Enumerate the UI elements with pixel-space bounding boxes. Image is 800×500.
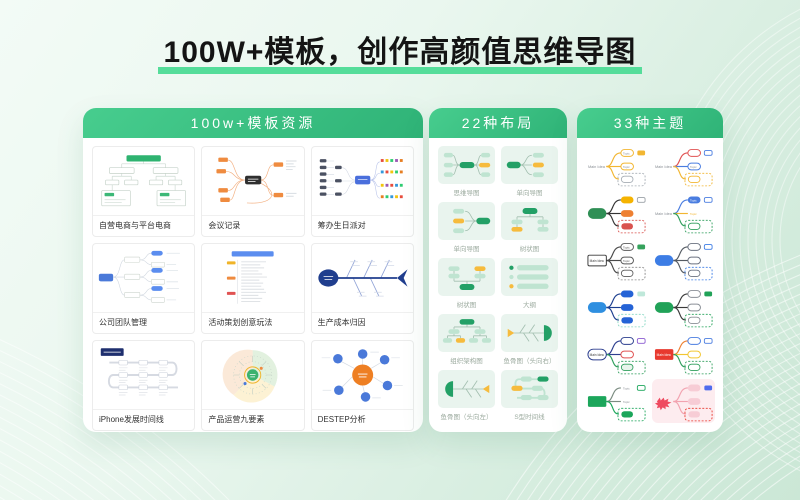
theme-thumbnail[interactable] xyxy=(585,191,648,235)
timeline-s-thumbnail xyxy=(93,341,194,409)
template-card[interactable]: iPhone发展时间线 xyxy=(92,340,196,431)
layout-item[interactable]: 鱼骨图（头向右） xyxy=(501,314,558,365)
template-label: iPhone发展时间线 xyxy=(93,409,195,430)
svg-text:Topic: Topic xyxy=(623,164,630,168)
template-card[interactable]: 会议记录 xyxy=(201,146,305,237)
layout-item[interactable]: 思维导图 xyxy=(438,146,495,197)
layout-label: 单向导图 xyxy=(516,190,543,197)
svg-text:Topic: Topic xyxy=(690,198,697,202)
svg-text:Topic: Topic xyxy=(623,151,630,155)
theme-thumbnail[interactable] xyxy=(652,285,715,329)
destep-analysis-thumbnail xyxy=(312,341,413,409)
template-card[interactable]: 生产成本归因 xyxy=(310,243,414,334)
layout-label: 鱼骨图（头向右） xyxy=(503,358,556,365)
svg-text:Main Idea: Main Idea xyxy=(587,163,605,168)
templates-panel-header: 100w+模板资源 xyxy=(83,108,423,138)
layout-label: 思维导图 xyxy=(453,190,480,197)
theme-thumbnail[interactable]: Main Idea Topic xyxy=(652,144,715,188)
theme-thumbnail[interactable] xyxy=(652,379,715,423)
oneway-left-layout-icon xyxy=(438,202,495,240)
s-timeline-layout-icon xyxy=(501,370,558,408)
svg-text:Topic: Topic xyxy=(623,386,630,390)
template-card[interactable]: 产品运营九要素 xyxy=(201,340,305,431)
template-label: 筹办生日派对 xyxy=(311,215,413,236)
tree-up-layout-icon xyxy=(438,258,495,296)
template-card[interactable]: DESTEP分析 xyxy=(310,340,414,431)
layout-item[interactable]: 大纲 xyxy=(501,258,558,309)
layout-item[interactable]: 组织架构图 xyxy=(438,314,495,365)
layout-item[interactable]: 树状图 xyxy=(501,202,558,253)
oneway-right-layout-icon xyxy=(501,146,558,184)
layout-label: 鱼骨图（头向左） xyxy=(440,414,493,421)
layouts-panel-header: 22种布局 xyxy=(429,108,567,138)
svg-text:Topic: Topic xyxy=(623,245,630,249)
layout-label: 单向导图 xyxy=(453,246,480,253)
event-planning-outline-thumbnail xyxy=(202,244,303,312)
svg-text:Main Idea: Main Idea xyxy=(589,259,603,263)
template-label: 公司团队管理 xyxy=(93,312,195,333)
layout-item[interactable]: 单向导图 xyxy=(438,202,495,253)
layout-item[interactable]: 树状图 xyxy=(438,258,495,309)
layout-label: 组织架构图 xyxy=(450,358,483,365)
layout-label: 树状图 xyxy=(519,246,540,253)
tree-down-layout-icon xyxy=(501,202,558,240)
theme-thumbnail[interactable]: Main Idea xyxy=(652,332,715,376)
templates-panel: 100w+模板资源 xyxy=(83,108,423,432)
radial-nine-elements-thumbnail xyxy=(202,341,303,409)
layout-label: 大纲 xyxy=(523,302,536,309)
meeting-notes-mindmap-thumbnail xyxy=(202,147,303,215)
svg-text:Topic: Topic xyxy=(690,164,697,168)
fishbone-right-layout-icon xyxy=(501,314,558,352)
layout-grid: 思维导图 单向导图 单向导图 xyxy=(429,138,567,429)
org-chart-green-thumbnail xyxy=(93,147,194,215)
team-management-tree-thumbnail xyxy=(93,244,194,312)
theme-thumbnail[interactable] xyxy=(585,285,648,329)
layout-label: 树状图 xyxy=(456,302,477,309)
template-label: 活动策划创意玩法 xyxy=(202,312,304,333)
svg-text:Topic: Topic xyxy=(690,211,697,215)
page-title: 100W+模板，创作高颜值思维导图 xyxy=(157,36,643,74)
template-label: 自营电商与平台电商 xyxy=(93,215,195,236)
template-label: 生产成本归因 xyxy=(311,312,413,333)
svg-text:Main Idea: Main Idea xyxy=(654,163,672,168)
themes-panel-header: 33种主题 xyxy=(577,108,723,138)
template-card[interactable]: 筹办生日派对 xyxy=(310,146,414,237)
fishbone-left-layout-icon xyxy=(438,370,495,408)
template-card[interactable]: 自营电商与平台电商 xyxy=(92,146,196,237)
template-card[interactable]: 活动策划创意玩法 xyxy=(201,243,305,334)
layouts-panel: 22种布局 思维导图 单向导图 xyxy=(429,108,567,432)
layout-item[interactable]: 单向导图 xyxy=(501,146,558,197)
page-header: 100W+模板，创作高颜值思维导图 xyxy=(0,36,800,74)
template-label: 产品运营九要素 xyxy=(202,409,304,430)
birthday-party-mindmap-thumbnail xyxy=(312,147,413,215)
template-label: 会议记录 xyxy=(202,215,304,236)
theme-thumbnail[interactable] xyxy=(652,238,715,282)
layout-item[interactable]: 鱼骨图（头向左） xyxy=(438,370,495,421)
outline-layout-icon xyxy=(501,258,558,296)
svg-text:Main Idea: Main Idea xyxy=(589,353,603,357)
svg-text:Topic: Topic xyxy=(623,258,630,262)
svg-text:Main Idea: Main Idea xyxy=(656,353,670,357)
svg-text:Main Idea: Main Idea xyxy=(654,210,672,215)
fishbone-cost-thumbnail xyxy=(312,244,413,312)
layout-item[interactable]: S型时间线 xyxy=(501,370,558,421)
layout-label: S型时间线 xyxy=(514,414,545,421)
template-label: DESTEP分析 xyxy=(311,409,413,430)
template-card-grid: 自营电商与平台电商 会议记录 xyxy=(83,138,423,432)
org-chart-layout-icon xyxy=(438,314,495,352)
template-card[interactable]: 公司团队管理 xyxy=(92,243,196,334)
mindmap-layout-icon xyxy=(438,146,495,184)
svg-text:Topic: Topic xyxy=(623,399,630,403)
theme-thumbnail[interactable]: Main Idea xyxy=(585,332,648,376)
